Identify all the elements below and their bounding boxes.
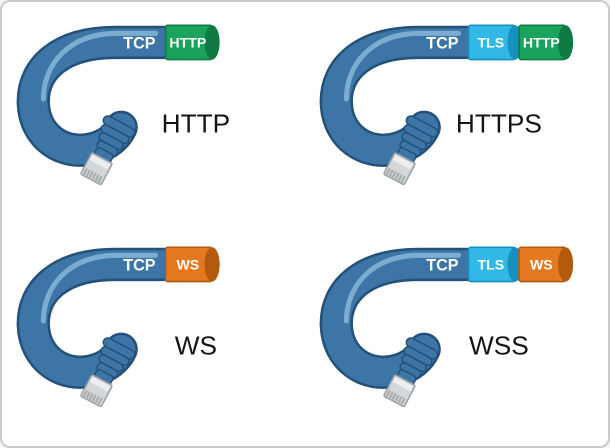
segment-label: HTTP: [169, 34, 206, 50]
segment-label: HTTP: [523, 34, 560, 50]
protocol-panel-http: HTTP TCP HTTP: [2, 2, 305, 224]
protocol-panel-https: TLS HTTP TCP HTTPS: [305, 2, 608, 224]
connector-pins: [82, 389, 103, 405]
tcp-label: TCP: [426, 256, 459, 274]
connector-sheen: [89, 376, 111, 392]
cable-highlight: [40, 30, 159, 102]
panel-title: WS: [175, 330, 217, 360]
segment-label: TLS: [477, 256, 504, 272]
cable-highlight: [343, 30, 462, 102]
segment-end-cap: [558, 247, 574, 282]
rj45-connector-icon: [80, 337, 136, 408]
panel-title: HTTP: [162, 108, 231, 138]
protocol-segments: TLS HTTP: [467, 24, 574, 61]
panel-title: WSS: [469, 330, 529, 360]
connector-pins: [82, 167, 103, 183]
panel-title: HTTPS: [456, 108, 542, 138]
segment-label: WS: [530, 256, 553, 272]
rj45-connector-icon: [383, 337, 439, 408]
cable-highlight: [343, 252, 462, 324]
connector-sheen: [89, 154, 111, 170]
rj45-connector-icon: [383, 115, 439, 186]
connector-pins: [385, 389, 406, 405]
cable-diagram: HTTP TCP HTTP: [16, 24, 231, 186]
segment-end-cap: [204, 25, 220, 60]
protocol-panel-wss: TLS WS TCP WSS: [305, 224, 608, 446]
connector-sheen: [392, 154, 414, 170]
connector-pins: [385, 167, 406, 183]
cable-diagram: TLS HTTP TCP HTTPS: [319, 24, 574, 186]
segment-end-cap: [558, 25, 574, 60]
connector-sheen: [392, 376, 414, 392]
protocol-segments: WS: [164, 246, 220, 283]
protocol-segments: HTTP: [164, 24, 220, 61]
cable-diagram: TLS WS TCP WSS: [319, 246, 574, 408]
segment-label: TLS: [477, 34, 504, 50]
segment-end-cap: [204, 247, 220, 282]
rj45-connector-icon: [80, 115, 136, 186]
cable-diagram: WS TCP WS: [16, 246, 220, 408]
protocol-segments: TLS WS: [467, 246, 574, 283]
cable-highlight: [40, 252, 159, 324]
tcp-label: TCP: [123, 256, 156, 274]
tcp-label: TCP: [123, 34, 156, 52]
segment-label: WS: [176, 256, 199, 272]
tcp-label: TCP: [426, 34, 459, 52]
protocol-panel-ws: WS TCP WS: [2, 224, 305, 446]
